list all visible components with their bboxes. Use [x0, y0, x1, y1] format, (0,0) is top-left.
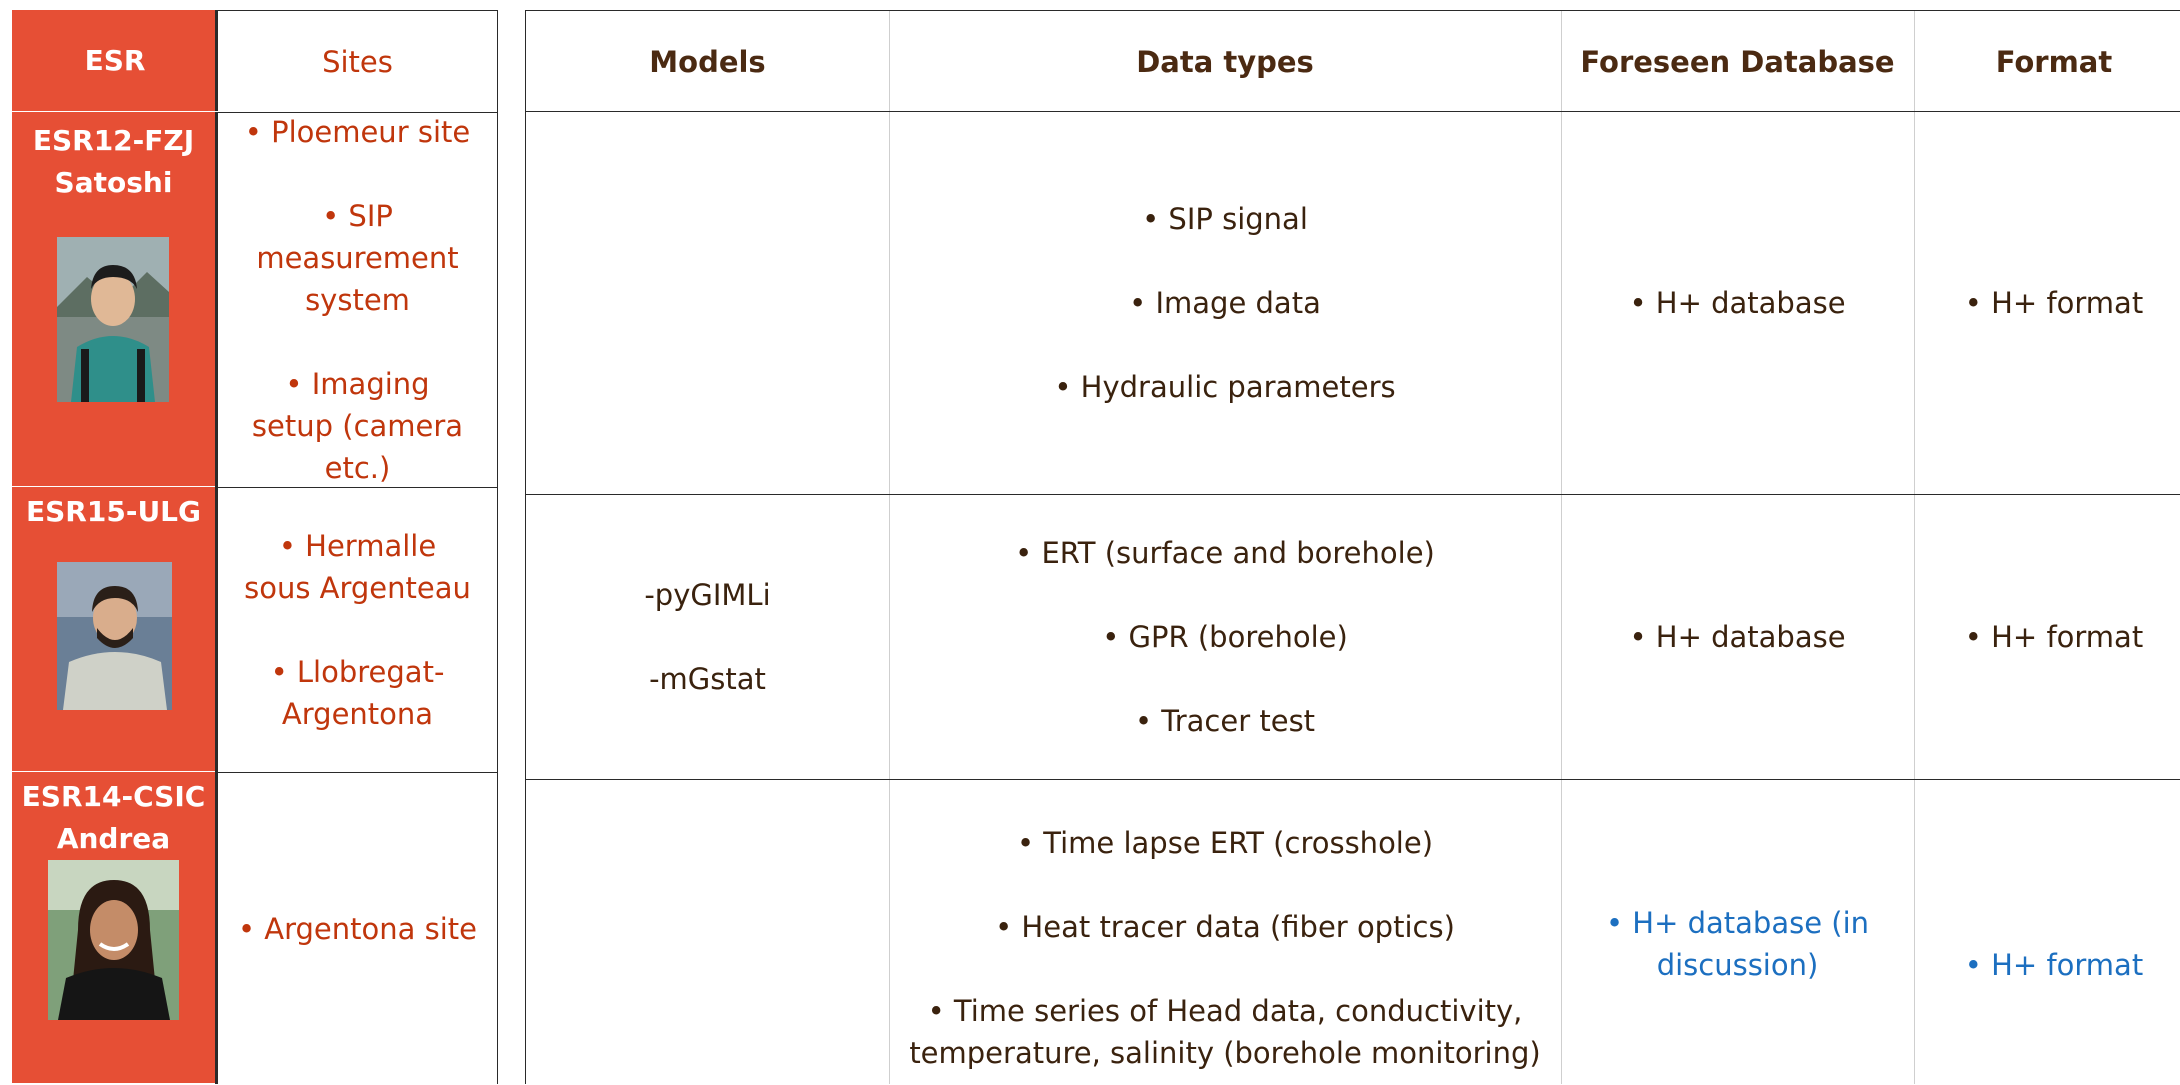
format-value: • H+ format: [1964, 948, 2144, 982]
data-type-item: • Time series of Head data, conductivity…: [909, 994, 1541, 1070]
esr-row-3: ESR14-CSIC Andrea: [12, 772, 215, 1084]
header-foreseen-database: Foreseen Database: [1580, 44, 1895, 79]
row-divider: [526, 111, 2180, 112]
esr-row-2: ESR15-ULG: [12, 487, 215, 772]
data-type-item: • Time lapse ERT (crosshole): [1016, 826, 1434, 860]
data-type-item: • SIP signal: [1142, 202, 1308, 236]
portrait-photo: [48, 860, 179, 1020]
data-type-item: • Heat tracer data (fiber optics): [995, 910, 1455, 944]
sites-row-3: • Argentona site: [218, 773, 497, 1085]
row2-models: -pyGIMLi -mGstat: [526, 495, 889, 779]
row1-models: [526, 112, 889, 494]
column-divider: [1914, 11, 1915, 1084]
row3-data-types: • Time lapse ERT (crosshole) • Heat trac…: [889, 780, 1561, 1085]
data-type-item: • Tracer test: [1134, 704, 1316, 738]
site-item: • Llobregat-Argentona: [270, 655, 445, 731]
sites-row-2: • Hermalle sous Argenteau • Llobregat-Ar…: [218, 488, 497, 773]
format-value: • H+ format: [1964, 620, 2144, 654]
data-type-item: • Hydraulic parameters: [1054, 370, 1396, 404]
model-item: -mGstat: [649, 662, 766, 696]
sites-header: Sites: [218, 11, 497, 113]
esr-code: ESR14-CSIC: [21, 780, 206, 813]
header-models: Models: [649, 44, 766, 79]
esr-code: ESR12-FZJ: [32, 124, 195, 157]
database-value: • H+ database (in discussion): [1605, 906, 1870, 982]
row3-models: [526, 780, 889, 1085]
header-data-types: Data types: [1136, 44, 1314, 79]
site-item: • Imaging setup (camera etc.): [251, 367, 464, 485]
portrait-photo: [57, 237, 169, 402]
sites-column: Sites • Ploemeur site • SIP measurement …: [218, 10, 498, 1084]
portrait-photo: [57, 562, 172, 710]
row2-format: • H+ format: [1914, 495, 2180, 779]
row3-database: • H+ database (in discussion): [1561, 780, 1914, 1085]
esr-row-1: ESR12-FZJ Satoshi: [12, 112, 215, 487]
row3-format: • H+ format: [1914, 780, 2180, 1085]
esr-column: ESR ESR12-FZJ Satoshi ESR15-ULG: [12, 10, 218, 1084]
portrait-image-icon: [57, 562, 172, 710]
header-format: Format: [1995, 44, 2113, 79]
model-item: -pyGIMLi: [644, 578, 771, 612]
portrait-image-icon: [48, 860, 179, 1020]
site-item: • SIP measurement system: [256, 199, 459, 317]
data-type-item: • ERT (surface and borehole): [1015, 536, 1435, 570]
column-divider: [1561, 11, 1562, 1084]
row1-format: • H+ format: [1914, 112, 2180, 494]
database-value: • H+ database: [1629, 286, 1846, 320]
sites-row-1: • Ploemeur site • SIP measurement system…: [218, 113, 497, 488]
site-item: • Hermalle sous Argenteau: [244, 529, 471, 605]
database-value: • H+ database: [1629, 620, 1846, 654]
portrait-image-icon: [57, 237, 169, 402]
esr-header: ESR: [12, 10, 218, 112]
row-divider: [526, 494, 2180, 495]
esr-person-name: Satoshi: [54, 166, 173, 199]
row1-database: • H+ database: [1561, 112, 1914, 494]
site-item: • Ploemeur site: [244, 115, 471, 149]
format-value: • H+ format: [1964, 286, 2144, 320]
esr-code: ESR15-ULG: [26, 495, 201, 528]
site-item: • Argentona site: [237, 912, 478, 946]
row1-data-types: • SIP signal • Image data • Hydraulic pa…: [889, 112, 1561, 494]
esr-person-name: Andrea: [56, 822, 171, 855]
data-type-item: • GPR (borehole): [1102, 620, 1348, 654]
row-divider: [526, 779, 2180, 780]
row2-database: • H+ database: [1561, 495, 1914, 779]
column-divider: [889, 11, 890, 1084]
row2-data-types: • ERT (surface and borehole) • GPR (bore…: [889, 495, 1561, 779]
data-type-item: • Image data: [1129, 286, 1321, 320]
data-table: Models Data types Foreseen Database Form…: [525, 10, 2180, 1084]
